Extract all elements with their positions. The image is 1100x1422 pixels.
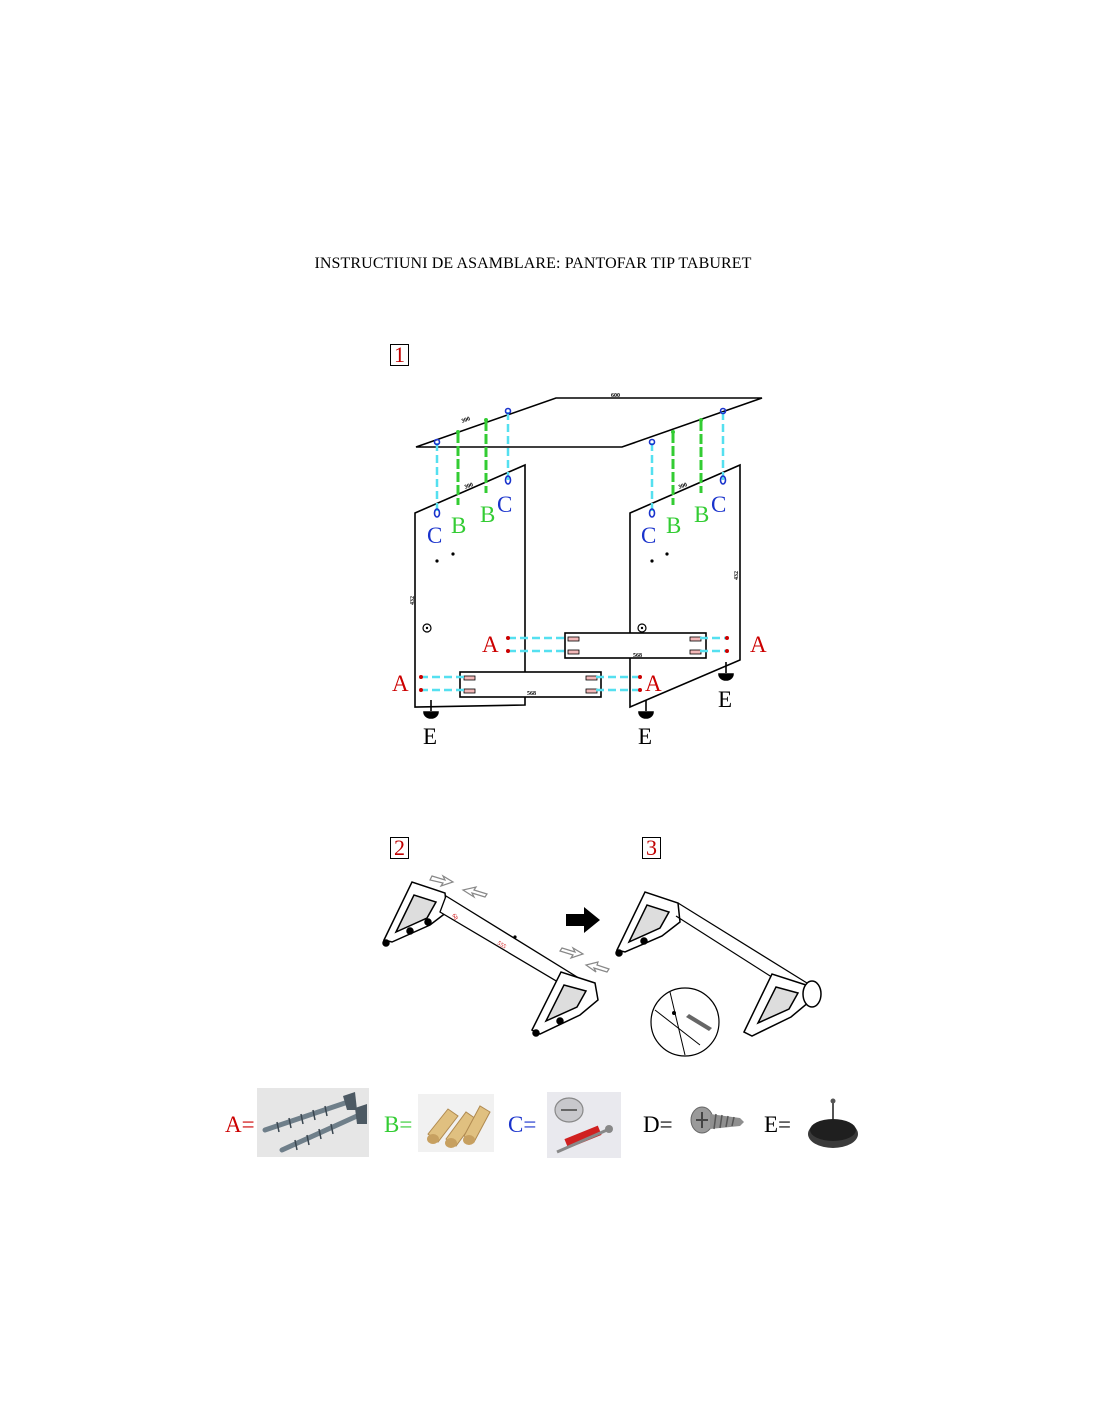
label-e: E xyxy=(718,687,732,712)
label-a: A xyxy=(392,671,409,696)
dim-rail-back: 568 xyxy=(633,653,642,659)
rail-connectors xyxy=(420,636,728,692)
legend-label-d: D= xyxy=(643,1112,673,1137)
dim-top-width: 600 xyxy=(611,393,620,399)
direction-arrows xyxy=(429,874,610,973)
label-c: C xyxy=(497,492,512,517)
step-number-3: 3 xyxy=(642,837,661,859)
dowel-lines xyxy=(456,421,703,505)
dim-side-hole-left: 300 xyxy=(464,482,475,491)
dim-side-hole-right: 300 xyxy=(678,482,689,491)
dim-side-height-right: 432 xyxy=(734,571,740,580)
dim-rail-front: 568 xyxy=(527,691,536,697)
label-e: E xyxy=(423,724,437,749)
legend-label-a: A= xyxy=(225,1112,255,1137)
next-step-arrow-icon xyxy=(566,907,600,933)
cam-lock-fittings-image xyxy=(547,1092,621,1158)
label-b: B xyxy=(694,502,709,527)
label-a: A xyxy=(645,671,662,696)
document-title: INSTRUCTIUNI DE ASAMBLARE: PANTOFAR TIP … xyxy=(314,255,752,272)
label-a: A xyxy=(750,632,767,657)
step-number-1: 1 xyxy=(390,344,409,366)
left-bracket xyxy=(382,881,448,947)
label-e: E xyxy=(638,724,652,749)
dim-side-height-left: 432 xyxy=(410,596,416,605)
front-rail xyxy=(459,671,602,698)
detail-callout xyxy=(650,987,720,1057)
label-c: C xyxy=(711,492,726,517)
label-b: B xyxy=(451,513,466,538)
top-board xyxy=(415,397,763,448)
label-b: B xyxy=(480,502,495,527)
legend-label-b: B= xyxy=(384,1112,413,1137)
assembled-left-bracket xyxy=(615,891,681,957)
dim-rail-mid: 555 xyxy=(496,941,507,951)
glide-feet xyxy=(423,662,734,719)
glide-foot-image xyxy=(808,1098,858,1148)
confirmat-screws-image xyxy=(257,1088,369,1157)
label-a: A xyxy=(482,632,499,657)
dim-top-depth: 300 xyxy=(461,416,472,425)
dim-rail-top: 68 xyxy=(450,913,458,921)
assembled-right-bracket xyxy=(743,973,822,1037)
legend-label-c: C= xyxy=(508,1112,537,1137)
wood-screw-image xyxy=(690,1106,744,1134)
step2-diagram: 68 555 xyxy=(382,874,610,1037)
step1-diagram: 600 300 300 300 432 432 C B B C C B B xyxy=(392,393,767,749)
legend-label-e: E= xyxy=(764,1112,792,1137)
back-rail xyxy=(564,632,707,659)
right-bracket xyxy=(530,971,599,1037)
label-b: B xyxy=(666,513,681,538)
left-side-panel xyxy=(414,463,526,708)
step-number-2: 2 xyxy=(390,837,409,859)
label-c: C xyxy=(427,523,442,548)
label-c: C xyxy=(641,523,656,548)
wooden-dowels-image xyxy=(418,1094,494,1152)
step3-diagram xyxy=(615,891,822,1057)
